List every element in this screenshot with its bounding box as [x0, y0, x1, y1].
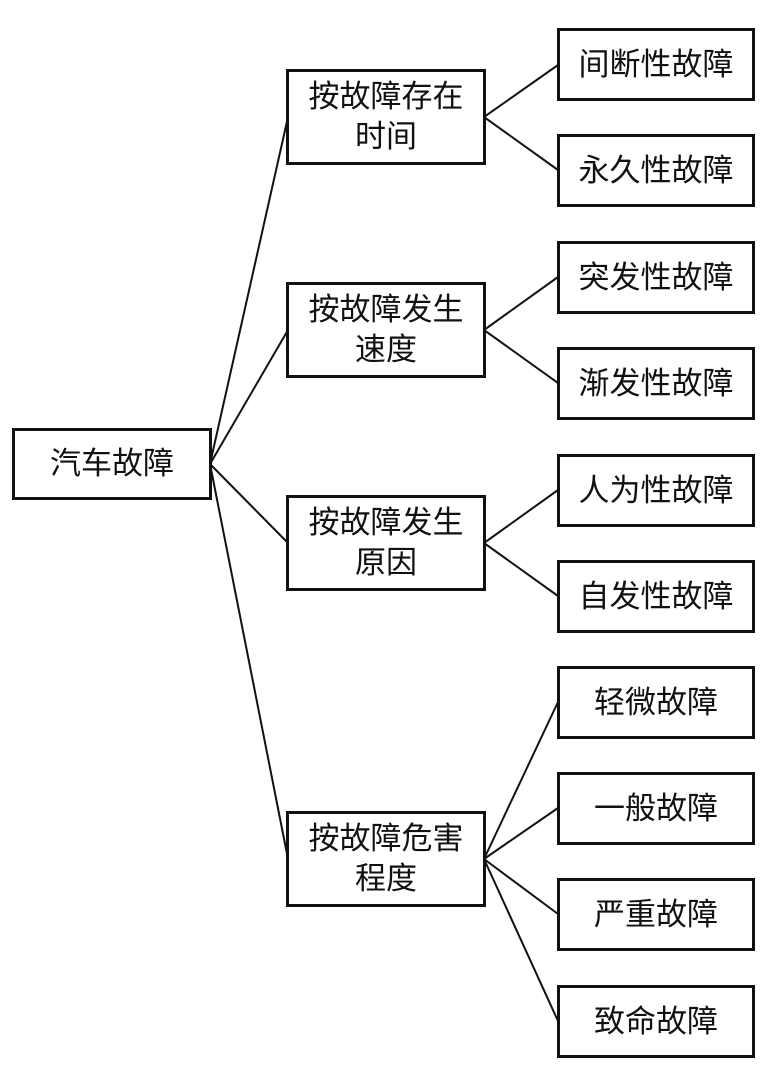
edge-category-3-to-leaf-2: [483, 542, 559, 597]
category-node-existence-time: 按故障存在 时间: [286, 69, 486, 165]
category-node-occurrence-speed: 按故障发生 速度: [286, 282, 486, 378]
leaf-node-fatal-fault: 致命故障: [557, 985, 755, 1058]
edge-root-to-category-3: [209, 463, 289, 544]
leaf-node-spontaneous-fault: 自发性故障: [557, 560, 755, 633]
leaf-node-human-caused-fault: 人为性故障: [557, 454, 755, 527]
leaf-node-gradual-fault: 渐发性故障: [557, 347, 755, 420]
leaf-node-permanent-fault: 永久性故障: [557, 134, 755, 207]
edge-root-to-category-1: [209, 116, 289, 465]
edge-category-1-to-leaf-1: [483, 64, 559, 118]
edge-category-4-to-leaf-2: [483, 807, 559, 860]
leaf-node-sudden-fault: 突发性故障: [557, 241, 755, 314]
edge-category-2-to-leaf-1: [483, 276, 559, 331]
edge-category-3-to-leaf-1: [483, 489, 559, 544]
edge-category-4-to-leaf-4: [483, 858, 559, 1022]
edge-category-1-to-leaf-2: [483, 116, 559, 171]
edge-category-2-to-leaf-2: [483, 329, 559, 384]
edge-root-to-category-4: [209, 463, 289, 860]
leaf-node-minor-fault: 轻微故障: [557, 666, 755, 739]
leaf-node-intermittent-fault: 间断性故障: [557, 28, 755, 101]
edge-category-4-to-leaf-1: [483, 701, 559, 860]
root-node: 汽车故障: [12, 428, 212, 500]
category-node-occurrence-cause: 按故障发生 原因: [286, 495, 486, 591]
leaf-node-general-fault: 一般故障: [557, 772, 755, 845]
leaf-node-serious-fault: 严重故障: [557, 878, 755, 951]
edge-category-4-to-leaf-3: [483, 858, 559, 915]
edge-root-to-category-2: [209, 329, 289, 465]
category-node-harm-degree: 按故障危害 程度: [286, 811, 486, 907]
